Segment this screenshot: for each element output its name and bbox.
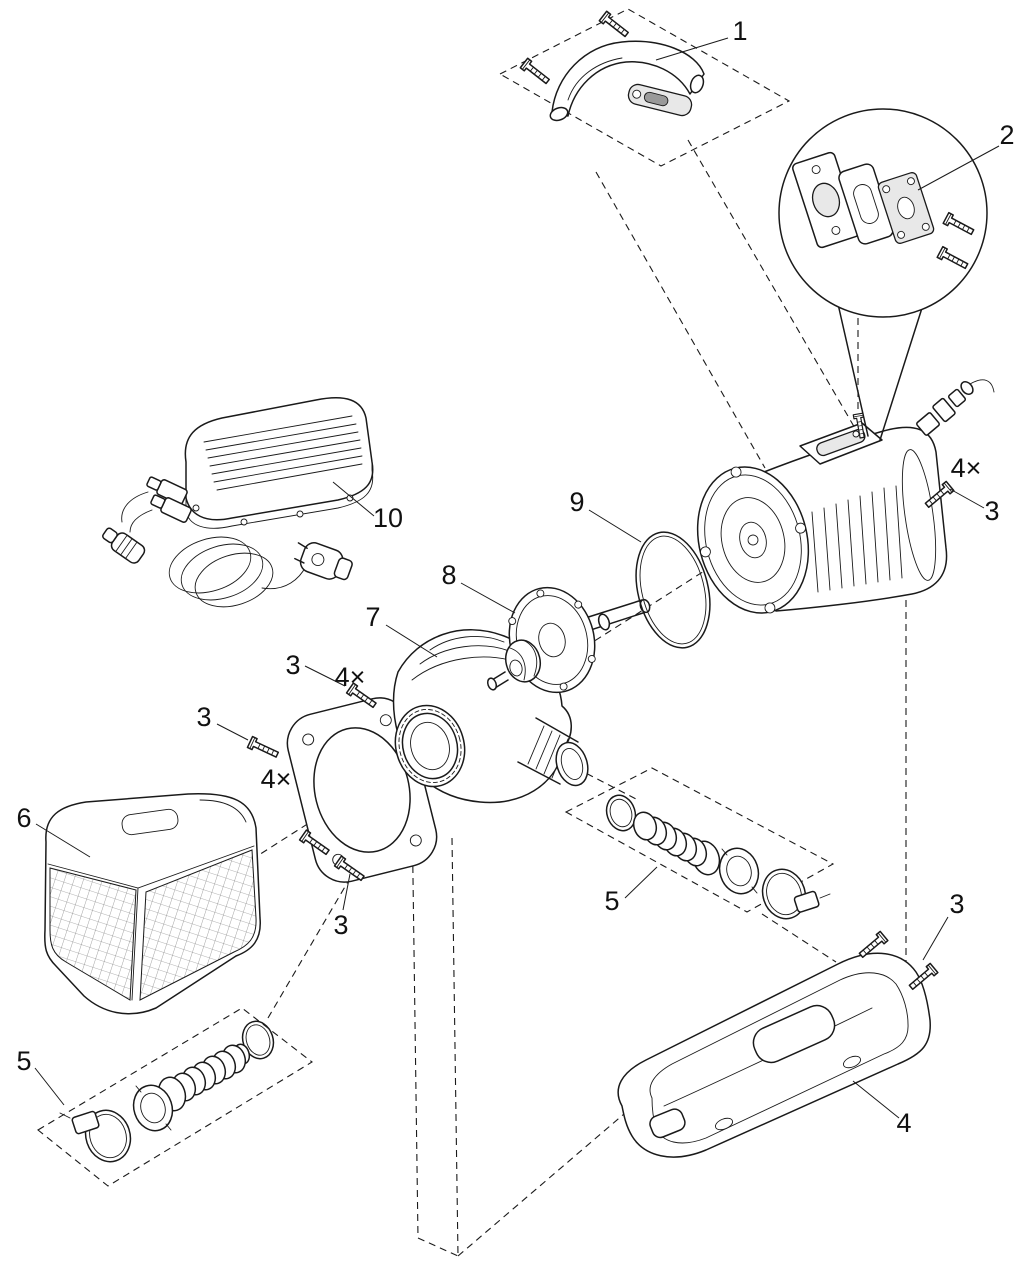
qty-label-4x-motor: 4× [951,453,982,483]
part-label-6: 6 [16,803,31,833]
part-5-hose-adapter-set-right [564,767,835,920]
qty-label-4x-left: 4× [261,764,292,794]
part-label-7: 7 [365,602,380,632]
part-5-right-panel [564,767,835,913]
part-label-4: 4 [896,1108,911,1138]
part-label-5-left: 5 [16,1046,31,1076]
part-label-3-left: 3 [196,702,211,732]
part-8-rotor-impeller [486,586,651,694]
part-4-bottom-shell [617,952,931,1158]
part-label-5-right: 5 [604,886,619,916]
part-1-handle-assembly [498,8,791,167]
part-label-10: 10 [373,503,403,533]
part-10-control-box [102,397,374,608]
part-5-hose-adapter-set-left [37,1007,313,1187]
part-label-1: 1 [732,16,747,46]
part-2-connector-detail [778,108,988,441]
part-label-3-motor: 3 [984,496,999,526]
qty-label-4x-flange-top: 4× [335,662,366,692]
part-number-labels: 1 2 4× 3 10 9 8 7 3 4× 3 4× 6 5 3 3 5 4 [16,16,1014,1138]
part-9-o-ring [635,531,711,649]
part-label-3-shell: 3 [949,889,964,919]
motor-body [696,379,995,614]
part-label-8: 8 [441,560,456,590]
handle-latch [627,83,693,117]
part-label-9: 9 [569,487,584,517]
part-5-left-panel [37,1007,313,1187]
part-1-panel [498,8,791,167]
part-label-2: 2 [999,120,1014,150]
part-label-3-below-flange: 3 [333,910,348,940]
part-label-3-flange-top: 3 [285,650,300,680]
part-6-filter-cage [44,793,261,1015]
callout-leader-lines [34,37,1000,1119]
